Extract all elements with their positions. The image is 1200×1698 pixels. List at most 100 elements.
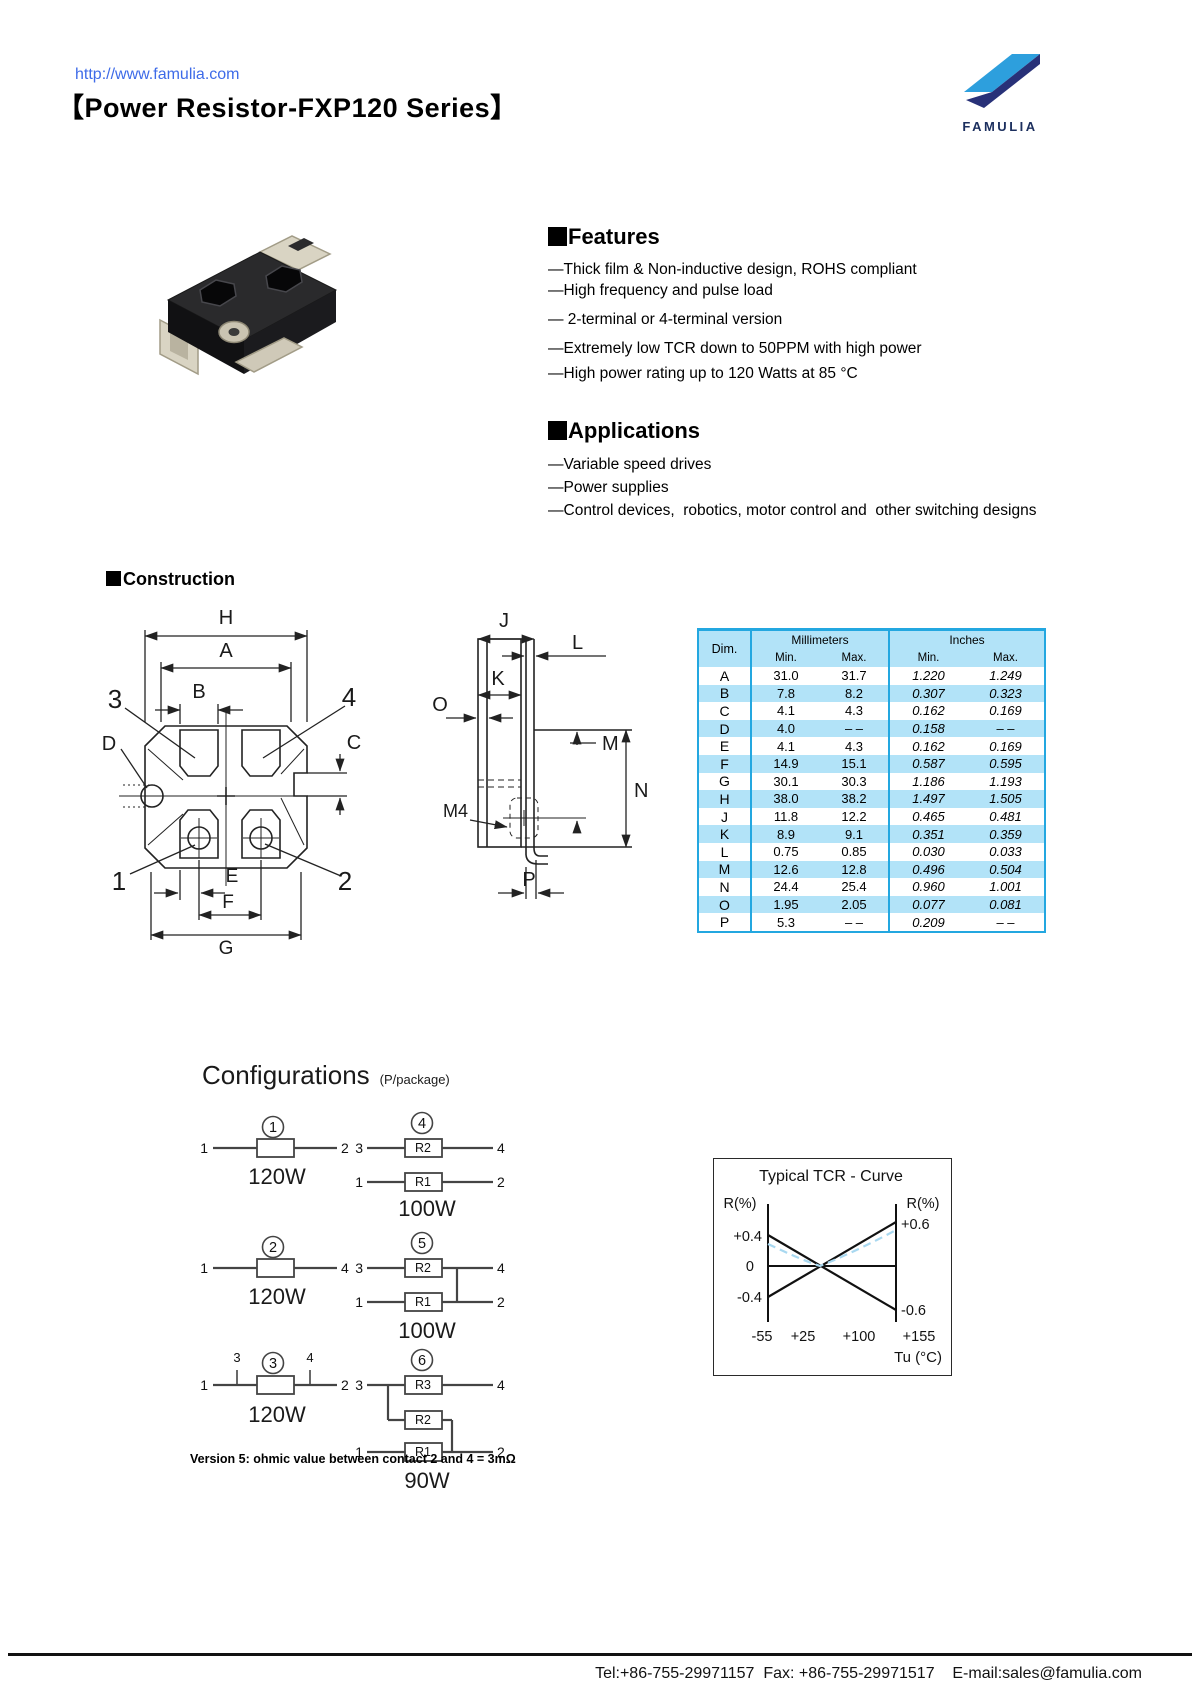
- dim-label-B: B: [192, 681, 205, 703]
- col-header-dim: Dim.: [698, 629, 752, 667]
- col-header-min: Min.: [751, 649, 820, 667]
- config-schematic-3: 3 3 4 1 2 120W: [200, 1350, 349, 1427]
- black-square-icon: [106, 571, 121, 586]
- dim-label-P: P: [522, 869, 535, 891]
- power-rating: 100W: [398, 1318, 456, 1343]
- cell-mm-max: 4.3: [820, 702, 890, 720]
- top-view-dim-labels: H A B C D E F G: [102, 607, 361, 959]
- cell-mm-max: 38.2: [820, 790, 890, 808]
- col-header-min: Min.: [889, 649, 967, 667]
- cell-mm-max: 30.3: [820, 772, 890, 791]
- famulia-logo-icon: [964, 54, 1040, 108]
- resistor-box: [256, 1258, 295, 1278]
- terminal-label: 2: [497, 1444, 505, 1460]
- config-schematic-2: 2 1 4 120W: [200, 1235, 349, 1309]
- config-schematic-4: 4 R2 R1 3 4 1 2 100W: [355, 1111, 505, 1221]
- resistor-label: R2: [415, 1261, 431, 1275]
- cell-in-max: – –: [967, 719, 1046, 738]
- terminal-label-1: 1: [112, 866, 126, 896]
- feature-item: — 2-terminal or 4-terminal version: [548, 311, 783, 328]
- cell-in-min: 0.587: [889, 754, 967, 773]
- cell-in-max: 0.169: [989, 738, 1022, 754]
- power-rating: 100W: [398, 1196, 456, 1221]
- cell-dim: C: [698, 702, 752, 720]
- x-tick: -55: [752, 1329, 773, 1345]
- cell-in-min: 1.220: [912, 668, 945, 684]
- configurations-heading: Configurations(P/package): [202, 1060, 450, 1090]
- terminal-label: 4: [497, 1260, 505, 1276]
- applications-heading: Applications: [548, 418, 700, 444]
- dim-label-O: O: [432, 694, 448, 716]
- top-view-dimension-lines: [120, 630, 347, 940]
- applications-list: —Variable speed drives —Power supplies —…: [548, 455, 1068, 524]
- resistor-box: [404, 1375, 443, 1395]
- terminal-label: 1: [200, 1260, 208, 1276]
- cell-in-min: 0.960: [912, 879, 945, 895]
- x-tick: +100: [843, 1329, 876, 1345]
- cell-in-max: 1.505: [967, 790, 1046, 808]
- cell-in-min: 1.497: [889, 790, 967, 808]
- dim-label-C: C: [347, 732, 361, 754]
- construction-heading: Construction: [106, 569, 235, 590]
- dim-label-M4: M4: [443, 801, 468, 821]
- cell-mm-min: 24.4: [773, 879, 799, 895]
- terminal-label: 3: [355, 1377, 363, 1393]
- cell-in-min: 0.030: [912, 844, 945, 860]
- y-tick: +0.6: [901, 1217, 930, 1233]
- cell-mm-max: 25.4: [820, 878, 890, 896]
- cell-mm-min: 7.8: [751, 684, 820, 703]
- cell-dim: N: [698, 878, 752, 896]
- dimension-table: Dim. Millimeters Inches Min. Max. Min. M…: [697, 628, 1047, 933]
- x-axis-label: Tu (°C): [894, 1349, 942, 1366]
- site-url-link[interactable]: http://www.famulia.com: [75, 66, 240, 83]
- cell-in-min: 0.162: [912, 738, 945, 754]
- top-view-centerlines: [119, 708, 343, 886]
- cell-dim: H: [698, 790, 752, 808]
- dim-label-E: E: [226, 866, 239, 887]
- power-rating: 90W: [404, 1468, 449, 1493]
- x-tick: +155: [903, 1329, 936, 1345]
- cell-mm-min: 4.1: [776, 703, 796, 719]
- chart-limit-lines: [767, 1221, 897, 1311]
- cell-in-max: 1.249: [989, 668, 1022, 684]
- side-view-dim-labels: J L K O M N P M4: [432, 610, 648, 891]
- cell-in-max: 0.595: [967, 754, 1046, 773]
- cell-dim: J: [698, 807, 752, 826]
- features-list: —Thick film & Non-inductive design, ROHS…: [548, 260, 1068, 384]
- cell-mm-min: 30.1: [773, 773, 799, 789]
- cell-in-min: 0.307: [889, 684, 967, 703]
- cell-mm-min: 31.0: [773, 668, 799, 684]
- tap-label: 4: [306, 1350, 313, 1365]
- cell-mm-min: 0.75: [773, 844, 799, 860]
- cell-dim: E: [698, 737, 752, 755]
- top-view-outline: [140, 725, 308, 869]
- cell-dim: A: [698, 667, 752, 685]
- dim-label-D: D: [102, 733, 116, 755]
- dim-label-J: J: [499, 610, 509, 632]
- cell-in-min: 0.162: [912, 703, 945, 719]
- feature-item: —High power rating up to 120 Watts at 85…: [548, 365, 858, 382]
- cell-dim: F: [698, 754, 752, 773]
- product-photo: [159, 235, 338, 376]
- dim-label-L: L: [572, 632, 583, 654]
- page-title: 【Power Resistor-FXP120 Series】: [57, 93, 518, 123]
- y-tick: -0.4: [737, 1290, 762, 1306]
- resistor-box: [404, 1258, 443, 1278]
- col-header-inches: Inches: [889, 629, 1046, 649]
- tap-label: 3: [233, 1350, 240, 1365]
- dim-label-G: G: [219, 938, 234, 959]
- tcr-chart: Typical TCR - Curve R(%) R(%) +0.4 0 -0.…: [723, 1168, 942, 1366]
- terminal-label: 1: [200, 1140, 208, 1156]
- config-number: 6: [418, 1353, 426, 1369]
- col-header-max: Max.: [967, 649, 1046, 667]
- cell-mm-min: 4.1: [776, 738, 796, 754]
- cell-mm-max: – –: [820, 913, 890, 932]
